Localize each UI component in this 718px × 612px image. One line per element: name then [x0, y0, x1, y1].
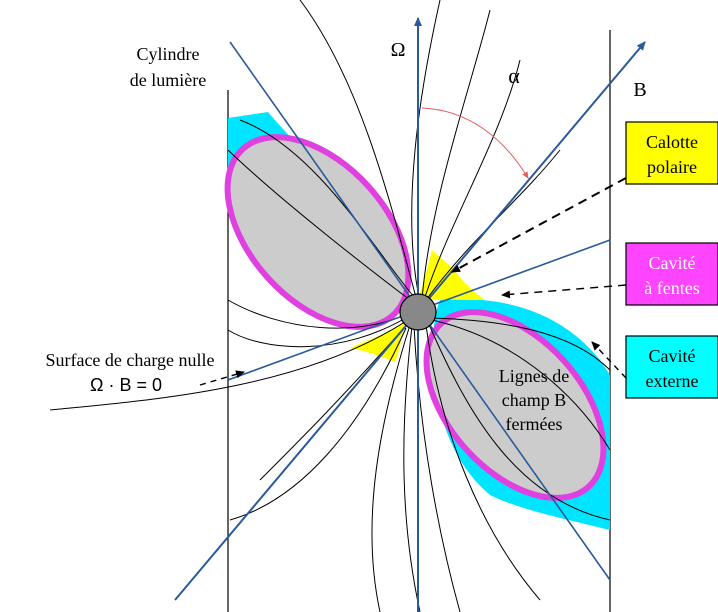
outer-gap-pointer [591, 341, 627, 379]
alpha-angle-arc [421, 107, 529, 179]
closed-lines-label-3: fermées [506, 414, 563, 434]
null-surface-label: Surface de charge nulle [45, 350, 214, 370]
closed-lines-label-2: champ B [502, 390, 567, 410]
slot-gap-pointer [501, 284, 627, 299]
omega-label: Ω [391, 39, 406, 61]
legend-outer-gap-line2: externe [646, 371, 699, 391]
polar-cap-pointer [451, 177, 627, 273]
light-cylinder-label-1: Cylindre [137, 44, 200, 64]
b-axis-label: B [633, 79, 646, 101]
polar-cap-lower [350, 322, 405, 362]
polar-cap-upper [418, 250, 485, 300]
legend-polar-cap-line2: polaire [647, 157, 697, 177]
null-surface-equation: Ω · B = 0 [90, 375, 162, 395]
legend-polar-cap-box [625, 121, 718, 185]
closed-lobe-lower [423, 309, 607, 501]
legend-slot-gap-line1: Cavité [649, 253, 696, 273]
light-cylinder-label-2: de lumière [130, 70, 206, 90]
null-surface-pointer [199, 370, 245, 386]
closed-lines-label-1: Lignes de [499, 366, 569, 386]
alpha-label: α [508, 63, 520, 88]
legend-outer-gap-line1: Cavité [649, 346, 696, 366]
legend-polar-cap-line1: Calotte [646, 132, 698, 152]
legend-slot-gap-box [625, 242, 718, 306]
neutron-star [399, 293, 437, 331]
legend-outer-gap-box [625, 335, 718, 399]
legend-slot-gap-line2: à fentes [644, 278, 699, 298]
closed-lobe-upper [224, 134, 412, 330]
field-lines [49, 0, 611, 612]
